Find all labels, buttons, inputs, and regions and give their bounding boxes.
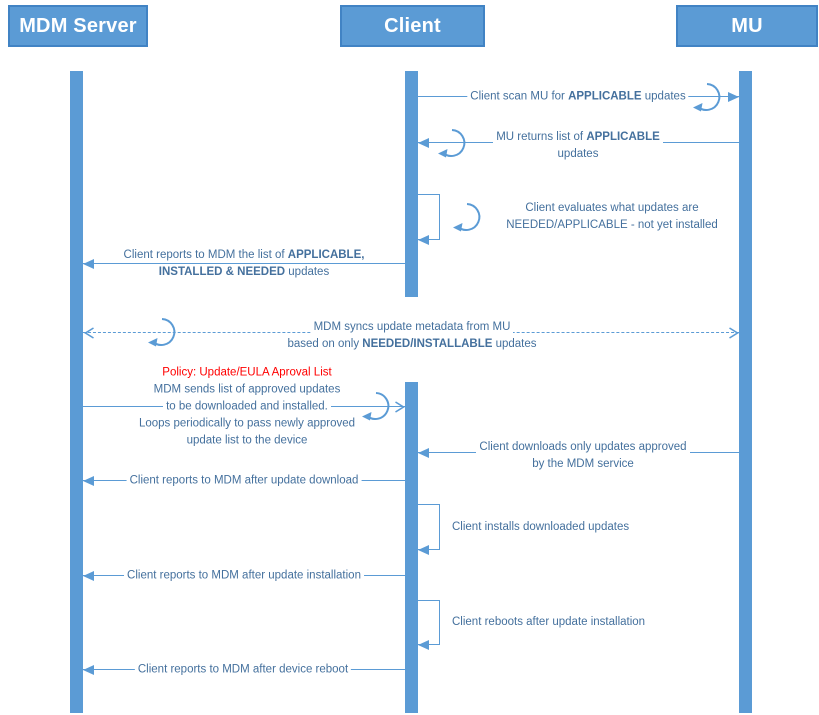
message-label-reports-list: Client reports to MDM the list of APPLIC…: [94, 247, 394, 281]
message-label-report-reboot: Client reports to MDM after device reboo…: [134, 662, 352, 679]
open-arrowhead-right-icon: [729, 327, 740, 339]
loop-arrow-icon: [438, 129, 466, 158]
loop-arrow-icon: [693, 83, 721, 112]
arrowhead-right-icon: [728, 92, 739, 102]
arrowhead-left-icon: [418, 640, 429, 650]
actor-box-mdm-server: MDM Server: [8, 5, 148, 47]
loop-arrow-icon: [453, 203, 481, 232]
arrowhead-left-icon: [418, 138, 429, 148]
open-arrowhead-left-icon: [83, 327, 94, 339]
message-label-scan: Client scan MU for APPLICABLE updates: [467, 89, 689, 106]
actor-label-mu: MU: [731, 14, 763, 37]
self-loop-evaluates: [418, 194, 440, 240]
self-loop-reboots: [418, 600, 440, 645]
message-label-reboots: Client reboots after update installation: [452, 616, 646, 628]
arrowhead-left-icon: [83, 665, 94, 675]
message-label-report-install: Client reports to MDM after update insta…: [124, 568, 364, 585]
message-label-installs: Client installs downloaded updates: [452, 521, 630, 533]
arrowhead-left-icon: [83, 259, 94, 269]
lifeline-client-lower: [405, 382, 418, 713]
arrowhead-left-icon: [83, 476, 94, 486]
lifeline-mdm-server: [70, 71, 83, 713]
arrowhead-left-icon: [83, 571, 94, 581]
actor-label-mdm-server: MDM Server: [19, 14, 137, 37]
loop-arrow-icon: [362, 392, 390, 421]
self-loop-installs: [418, 504, 440, 550]
loop-arrow-icon: [148, 318, 176, 347]
lifeline-mu: [739, 71, 752, 713]
actor-box-mu: MU: [676, 5, 818, 47]
arrowhead-left-icon: [418, 545, 429, 555]
lifeline-client-upper: [405, 71, 418, 297]
arrowhead-left-icon: [418, 235, 429, 245]
open-arrowhead-right-icon: [395, 401, 406, 413]
message-label-report-download: Client reports to MDM after update downl…: [126, 473, 362, 490]
message-line-reports-list: [83, 263, 405, 264]
actor-box-client: Client: [340, 5, 485, 47]
actor-label-client: Client: [384, 14, 441, 37]
arrowhead-left-icon: [418, 448, 429, 458]
